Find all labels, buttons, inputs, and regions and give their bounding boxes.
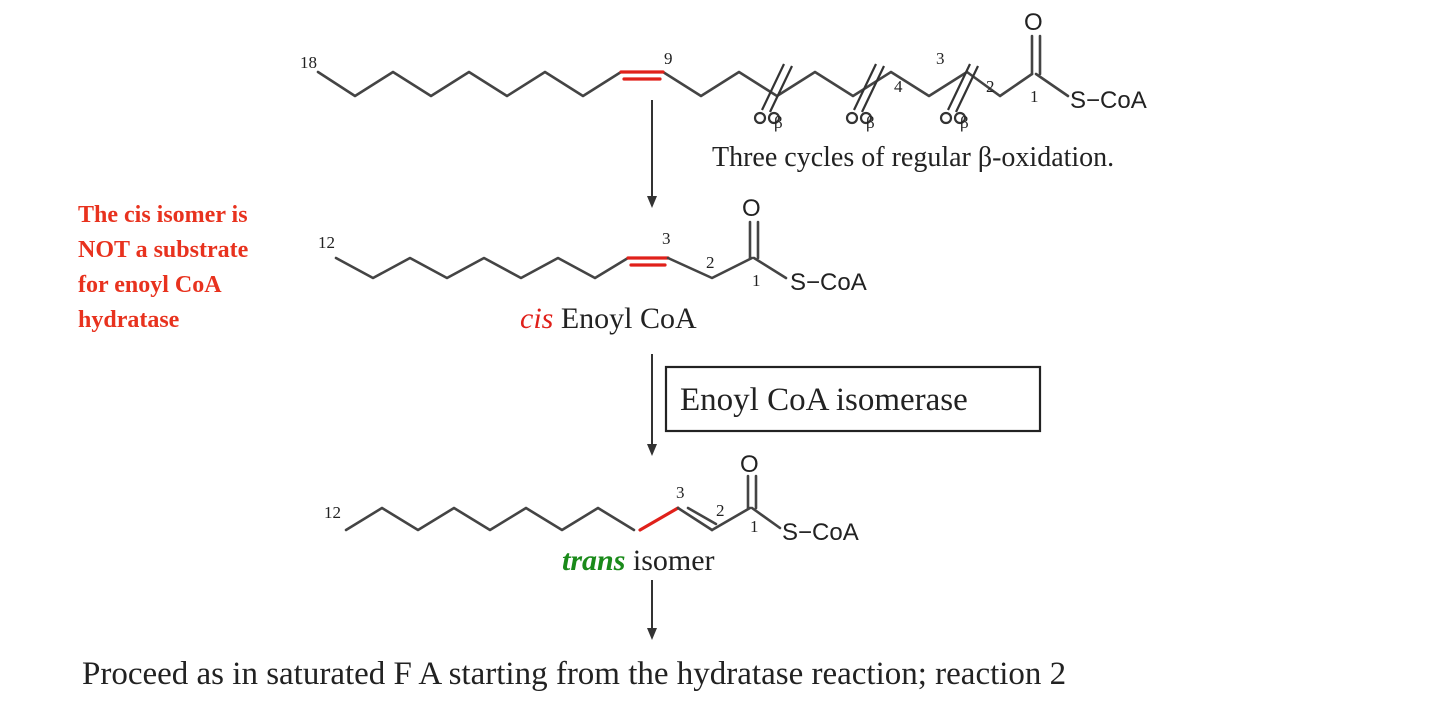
cis-label: cis [520, 302, 553, 335]
note-line-2: NOT a substrate [78, 237, 249, 263]
enzyme-label: Enoyl CoA isomerase [680, 382, 968, 418]
carbon-number-3: 3 [936, 49, 945, 68]
carbon-number-18: 18 [300, 53, 317, 72]
note-line-4: hydratase [78, 307, 180, 333]
carbon-chain [334, 256, 630, 280]
carbon-number-2: 2 [716, 501, 725, 520]
enoyl-coa-label: Enoyl CoA [553, 302, 697, 335]
trans-isomer-name: trans isomer [562, 544, 715, 577]
cleavage-mark-1 [753, 63, 793, 125]
reaction-arrow-3 [647, 580, 657, 640]
carbon-chain-2 [661, 70, 1034, 98]
cleavage-beta-3: β [960, 113, 969, 132]
cis-enoyl-coa-name: cis Enoyl CoA [520, 302, 697, 335]
isomer-label: isomer [625, 544, 714, 577]
molecule-cis-enoyl-coa: O S−CoA 12 3 2 1 cis Enoyl CoA [318, 195, 867, 335]
carbon-number-1: 1 [1030, 87, 1039, 106]
oxygen-atom: O [742, 195, 761, 222]
oxygen-atom: O [1024, 9, 1043, 36]
footer-instruction: Proceed as in saturated F A starting fro… [82, 656, 1066, 692]
oxygen-atom: O [740, 451, 759, 478]
carbon-number-2: 2 [706, 253, 715, 272]
substrate-note: The cis isomer is NOT a substrate for en… [78, 202, 249, 333]
thioester-bond [1034, 72, 1070, 98]
cleavage-beta-1: β [774, 113, 783, 132]
beta-oxidation-caption: Three cycles of regular β-oxidation. [712, 142, 1114, 173]
carbon-number-3: 3 [662, 229, 671, 248]
cleavage-mark-3 [939, 63, 979, 125]
thioester-coa: S−CoA [790, 269, 867, 296]
thioester-bond [752, 256, 788, 280]
carbon-number-1: 1 [750, 517, 759, 536]
carbon-number-4: 4 [894, 77, 903, 96]
carbon-number-3: 3 [676, 483, 685, 502]
thioester-coa: S−CoA [1070, 87, 1147, 114]
carbon-number-2: 2 [986, 77, 995, 96]
carbon-number-9: 9 [664, 49, 673, 68]
trans-label: trans [562, 544, 625, 577]
cleavage-mark-2 [845, 63, 885, 125]
carbon-number-12: 12 [318, 233, 335, 252]
reaction-arrow-1 [647, 100, 657, 208]
carbon-number-12: 12 [324, 503, 341, 522]
note-line-1: The cis isomer is [78, 202, 248, 228]
trans-shifted-bond [638, 506, 680, 532]
note-line-3: for enoyl CoA [78, 272, 222, 298]
enzyme-box: Enoyl CoA isomerase [664, 365, 1042, 433]
carbon-chain-2 [666, 256, 754, 280]
thioester-coa: S−CoA [782, 519, 859, 546]
trans-bond-a [676, 506, 714, 532]
carbon-number-1: 1 [752, 271, 761, 290]
molecule-oleoyl-coa: O S−CoA 18 9 4 3 2 1 β β β Three [300, 9, 1147, 173]
reaction-arrow-2 [647, 354, 657, 456]
cleavage-beta-2: β [866, 113, 875, 132]
thioester-bond [750, 506, 782, 530]
molecule-trans-enoyl-coa: O S−CoA 12 3 2 1 trans isomer [324, 451, 859, 577]
carbon-chain [344, 506, 636, 532]
carbon-chain [316, 70, 623, 98]
trans-double-bond [686, 506, 718, 526]
trans-bond-b [710, 506, 752, 532]
